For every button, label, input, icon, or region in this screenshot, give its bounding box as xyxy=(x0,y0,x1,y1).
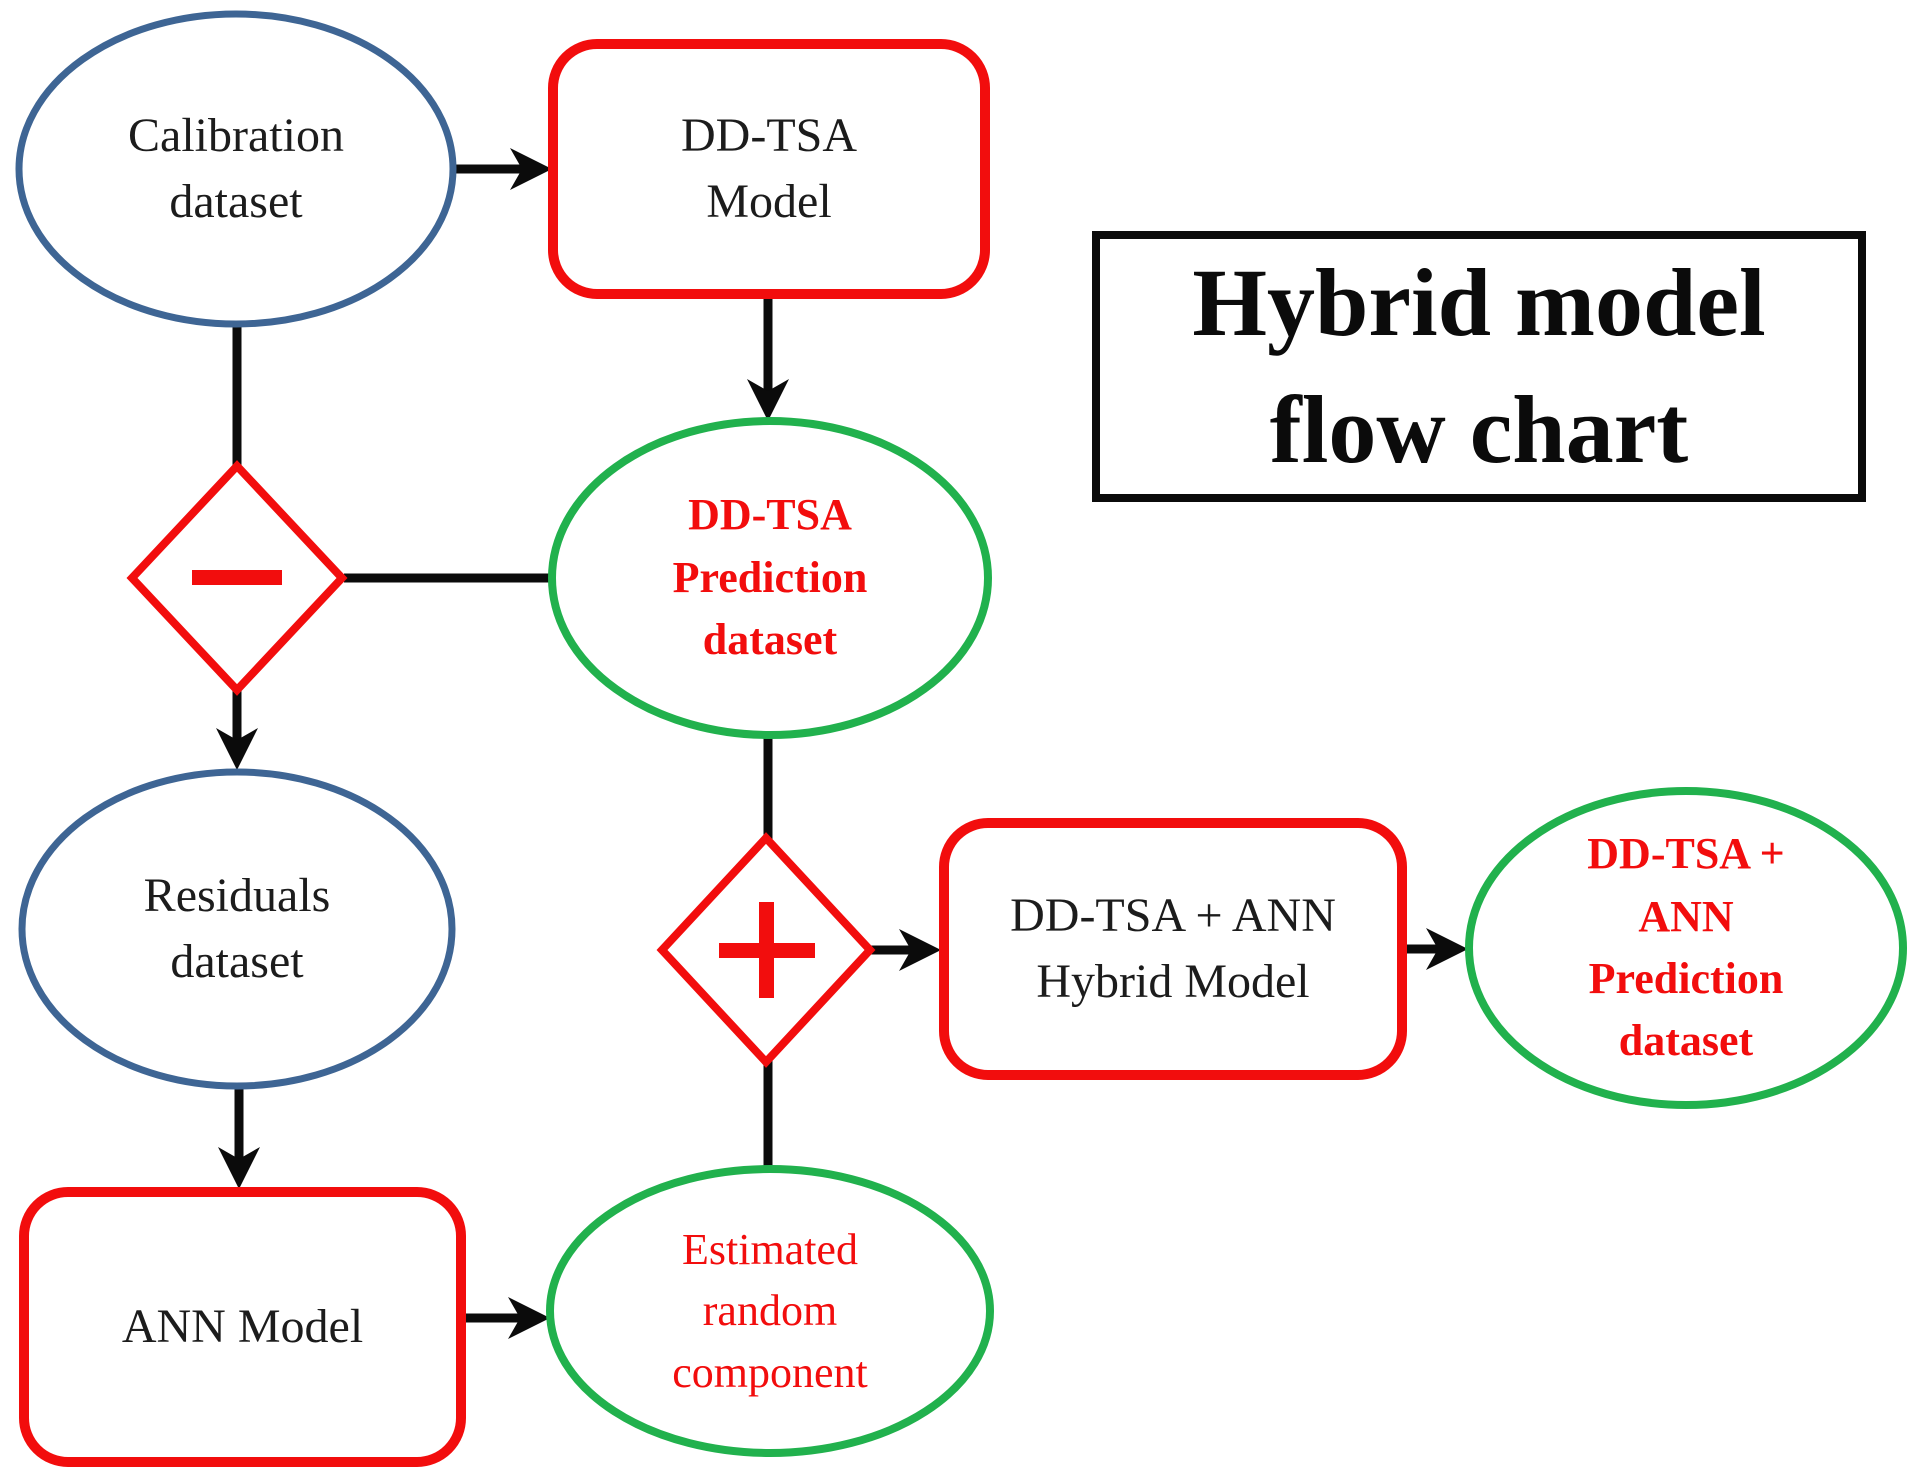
edge-plus-to-hybrid-model xyxy=(869,929,941,971)
edge-ann-model-to-estimated xyxy=(461,1297,550,1339)
title-box xyxy=(1092,231,1866,502)
ann-model-box xyxy=(19,1187,466,1467)
hybrid-model-box xyxy=(939,818,1407,1080)
ddtsa-prediction-ellipse xyxy=(548,417,992,739)
minus-icon xyxy=(192,570,282,585)
edge-hybrid-model-to-hybrid-prediction xyxy=(1401,928,1468,970)
residuals-dataset-ellipse xyxy=(18,768,456,1090)
ddtsa-model-box xyxy=(548,39,990,299)
plus-icon xyxy=(719,902,815,998)
hybrid-prediction-ellipse xyxy=(1465,787,1907,1109)
edge-calibration-to-ddtsa-model xyxy=(452,148,552,190)
edge-ddtsa-model-to-prediction xyxy=(747,296,789,421)
edge-minus-to-residuals xyxy=(216,689,258,770)
edge-residuals-to-ann-model xyxy=(218,1085,260,1189)
calibration-dataset-ellipse xyxy=(15,10,457,328)
estimated-random-ellipse xyxy=(546,1165,994,1457)
